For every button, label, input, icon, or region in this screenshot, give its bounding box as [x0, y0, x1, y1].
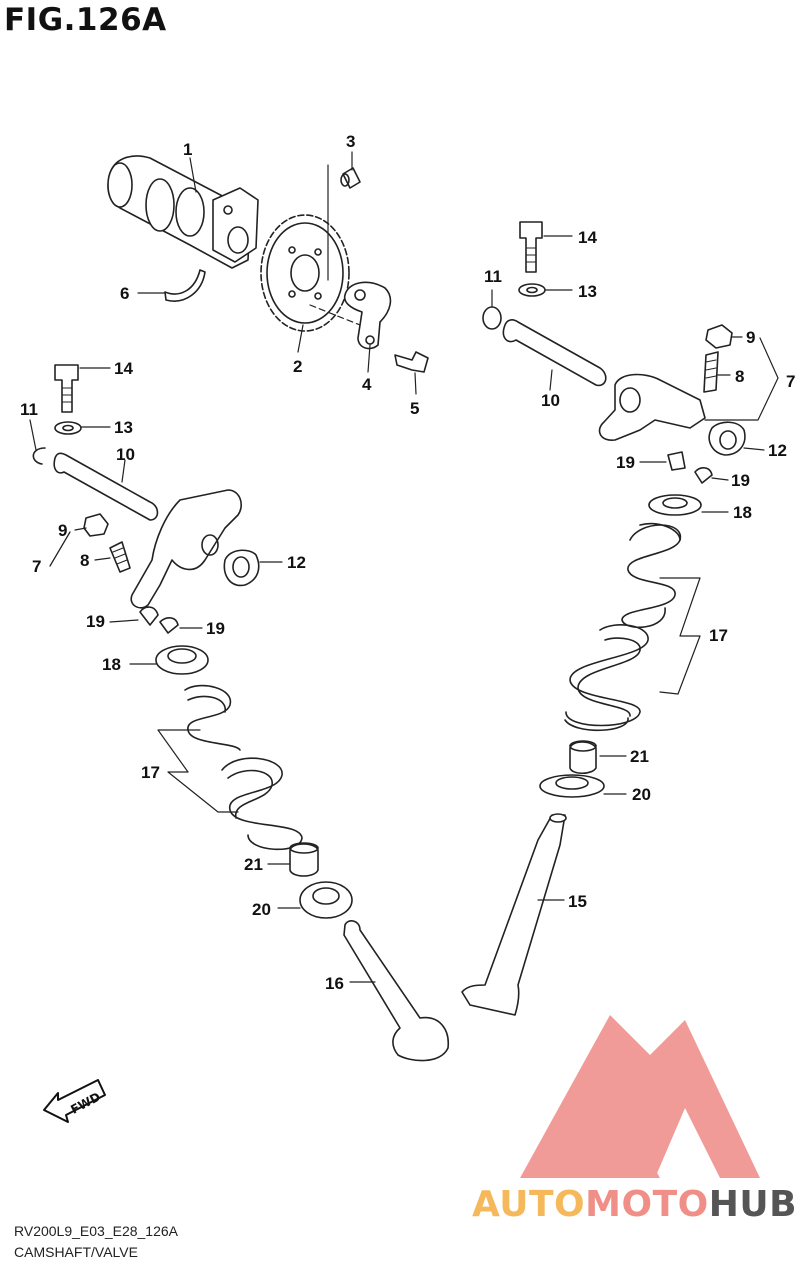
watermark-brand: AUTOMOTOHUB	[472, 1184, 797, 1225]
callout-8-left: 8	[80, 551, 89, 570]
leader-lines-left-valve	[129, 663, 376, 983]
callout-12-right: 12	[768, 441, 787, 460]
brand-part-hub: HUB	[708, 1184, 798, 1225]
right-rocker-group	[482, 221, 746, 484]
callout-14-right: 14	[578, 228, 597, 247]
callout-7-right: 7	[786, 372, 795, 391]
callout-15: 15	[568, 892, 587, 911]
fwd-arrow-icon: FWD	[43, 1079, 106, 1123]
callout-2: 2	[293, 357, 302, 376]
right-valve-assembly	[461, 494, 702, 1016]
plate-part	[343, 281, 392, 350]
callout-19-left-b: 19	[206, 619, 225, 638]
figure-code: RV200L9_E03_E28_126A	[14, 1223, 179, 1239]
callout-14-left: 14	[114, 359, 133, 378]
callout-21-left: 21	[244, 855, 263, 874]
camshaft-sprocket-part	[260, 214, 350, 332]
left-rocker-group	[32, 364, 260, 634]
callout-5: 5	[410, 399, 419, 418]
bolt-part	[394, 351, 429, 373]
callout-1: 1	[183, 140, 192, 159]
callout-13-left: 13	[114, 418, 133, 437]
stopper-part	[164, 269, 206, 302]
callout-17-left: 17	[141, 763, 160, 782]
camshaft-part	[107, 155, 259, 269]
callout-19-left-a: 19	[86, 612, 105, 631]
figure-title: FIG.126A	[4, 2, 167, 38]
callout-11-right: 11	[484, 267, 502, 286]
leader-lines-right-valve	[537, 511, 729, 901]
callout-19-right-a: 19	[616, 453, 635, 472]
watermark-logo-icon	[520, 1015, 760, 1178]
callout-20-right: 20	[632, 785, 651, 804]
callout-21-right: 21	[630, 747, 649, 766]
callout-19-right-b: 19	[731, 471, 750, 490]
callout-18-right: 18	[733, 503, 752, 522]
callout-12-left: 12	[287, 553, 306, 572]
callout-18-left: 18	[102, 655, 121, 674]
callout-17-right: 17	[709, 626, 728, 645]
callout-20-left: 20	[252, 900, 271, 919]
callout-10-right: 10	[541, 391, 560, 410]
callout-3: 3	[346, 132, 355, 151]
callout-10-left: 10	[116, 445, 135, 464]
callout-9-right: 9	[746, 328, 755, 347]
leader-lines-camshaft	[137, 151, 417, 395]
callout-9-left: 9	[58, 521, 67, 540]
left-valve-assembly	[155, 645, 449, 1062]
callout-7-left: 7	[32, 557, 41, 576]
callout-numbers: 1 3 6 2 4 5 14 13 11 10 9 8 7 12 19 19 1…	[20, 132, 795, 993]
callout-4: 4	[362, 375, 372, 394]
callout-6: 6	[120, 284, 129, 303]
pin-part	[340, 167, 361, 189]
leader-lines-left-rocker	[29, 367, 283, 629]
callout-16: 16	[325, 974, 344, 993]
callout-13-right: 13	[578, 282, 597, 301]
brand-part-auto: AUTO	[472, 1184, 586, 1225]
figure-caption: CAMSHAFT/VALVE	[14, 1244, 138, 1260]
callout-11-left: 11	[20, 400, 38, 419]
callout-8-right: 8	[735, 367, 744, 386]
leader-lines-right-rocker	[491, 235, 779, 481]
brand-part-moto: MOTO	[585, 1184, 709, 1225]
